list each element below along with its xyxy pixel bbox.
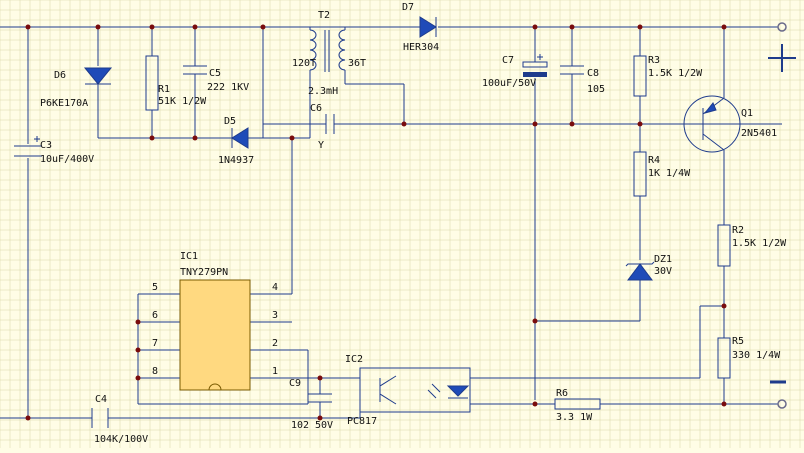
label-ic1-part: TNY279PN <box>180 267 228 278</box>
label-pin4: 4 <box>272 282 278 293</box>
label-d7-part: HER304 <box>403 42 439 53</box>
label-c7: C7 <box>502 55 514 66</box>
label-pin6: 6 <box>152 310 158 321</box>
label-c9: C9 <box>289 378 301 389</box>
capacitor-c3 <box>14 136 42 157</box>
label-c4: C4 <box>95 394 107 405</box>
transformer-t2 <box>309 29 346 72</box>
transistor-q1 <box>683 95 741 153</box>
zener-dz1 <box>625 261 655 281</box>
label-pin3: 3 <box>272 310 278 321</box>
label-dz1-value: 30V <box>654 266 672 277</box>
label-c3-value: 10uF/400V <box>40 154 94 165</box>
ic1-tny279pn <box>179 279 251 391</box>
diode-d6 <box>83 67 113 85</box>
label-r3: R3 <box>648 55 660 66</box>
labels: T2 120T 36T 2.3mH D7 HER304 D6 P6KE170A … <box>40 2 787 445</box>
label-c8-value: 105 <box>587 84 605 95</box>
label-pin5: 5 <box>152 282 158 293</box>
label-r6-value: 3.3 1W <box>556 412 593 423</box>
label-r1-value: 51K 1/2W <box>158 96 207 107</box>
diode-d7 <box>419 16 437 38</box>
label-r3-value: 1.5K 1/2W <box>648 68 703 79</box>
label-c6: C6 <box>310 103 322 114</box>
label-d5-part: 1N4937 <box>218 155 254 166</box>
label-r5-value: 330 1/4W <box>732 350 781 361</box>
capacitor-c6 <box>325 114 335 134</box>
label-c9-value1: 102 <box>291 420 309 431</box>
label-r4: R4 <box>648 155 660 166</box>
label-pin8: 8 <box>152 366 158 377</box>
label-pin1: 1 <box>272 366 278 377</box>
wires <box>0 26 782 419</box>
label-d5: D5 <box>224 116 236 127</box>
label-d6-part: P6KE170A <box>40 98 88 109</box>
label-ic2: IC2 <box>345 354 363 365</box>
label-r5: R5 <box>732 336 744 347</box>
label-c6-value: Y <box>318 140 324 151</box>
label-c8: C8 <box>587 68 599 79</box>
label-t2-secondary: 36T <box>348 58 366 69</box>
capacitor-c5 <box>183 65 207 75</box>
label-r6: R6 <box>556 388 568 399</box>
diode-d5 <box>231 127 249 149</box>
label-ic2-part: PC817 <box>347 416 377 427</box>
optocoupler-ic2 <box>359 367 471 413</box>
label-pin2: 2 <box>272 338 278 349</box>
label-d6: D6 <box>54 70 66 81</box>
label-c5: C5 <box>209 68 221 79</box>
junctions <box>25 24 727 421</box>
capacitor-c4 <box>91 408 109 428</box>
label-c3: C3 <box>40 140 52 151</box>
label-dz1: DZ1 <box>654 254 672 265</box>
capacitor-c9 <box>308 393 332 403</box>
label-r1: R1 <box>158 84 170 95</box>
label-r2: R2 <box>732 225 744 236</box>
resistor-r3 <box>633 55 647 97</box>
resistor-r6 <box>554 398 601 410</box>
label-ic1: IC1 <box>180 251 198 262</box>
label-t2: T2 <box>318 10 330 21</box>
resistor-r4 <box>633 151 647 197</box>
capacitor-c7 <box>522 54 548 77</box>
label-c7-value: 100uF/50V <box>482 78 536 89</box>
resistor-r5 <box>717 337 731 379</box>
resistor-r2 <box>717 224 731 267</box>
label-q1-part: 2N5401 <box>741 128 777 139</box>
label-c5-value: 222 1KV <box>207 82 249 93</box>
label-q1: Q1 <box>741 108 753 119</box>
label-r2-value: 1.5K 1/2W <box>732 238 787 249</box>
label-r4-value: 1K 1/4W <box>648 168 691 179</box>
label-pin7: 7 <box>152 338 158 349</box>
resistor-r1 <box>145 55 159 111</box>
label-c4-value: 104K/100V <box>94 434 148 445</box>
label-c9-value2: 50V <box>315 420 333 431</box>
label-t2-inductance: 2.3mH <box>308 86 338 97</box>
capacitor-c8 <box>560 65 584 75</box>
label-d7: D7 <box>402 2 414 13</box>
output-terminals <box>768 22 796 409</box>
label-t2-primary: 120T <box>292 58 316 69</box>
